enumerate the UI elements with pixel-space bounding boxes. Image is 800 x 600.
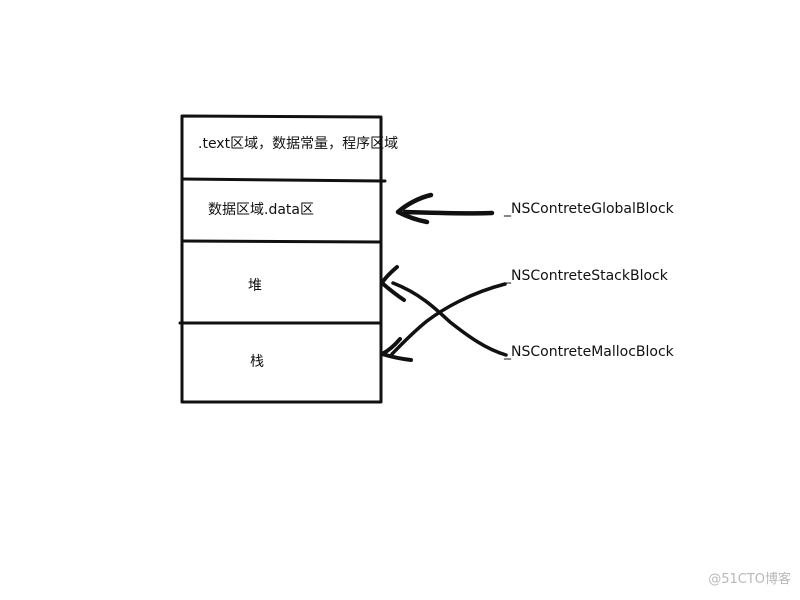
malloc-block-arrow [391, 281, 508, 357]
stack-block-arrow [390, 282, 507, 356]
memory-box-outline [180, 114, 383, 404]
section-data-label: 数据区域.data区 [208, 202, 314, 218]
malloc-block-label: _NSContreteMallocBlock [504, 344, 674, 360]
stack-block-arrowhead [380, 337, 413, 362]
section-heap-label: 堆 [248, 278, 262, 294]
global-block-arrow [402, 209, 495, 216]
malloc-block-arrowhead [380, 265, 406, 302]
section-text-label: .text区域，数据常量，程序区域 [198, 136, 399, 152]
stack-block-label: _NSContreteStackBlock [504, 268, 668, 284]
global-block-arrowhead [395, 192, 434, 225]
section-stack-label: 栈 [250, 354, 264, 370]
watermark: @51CTO博客 [708, 572, 791, 587]
divider-data-heap [180, 239, 383, 244]
divider-text-data [180, 177, 387, 183]
global-block-label: _NSContreteGlobalBlock [504, 201, 674, 217]
